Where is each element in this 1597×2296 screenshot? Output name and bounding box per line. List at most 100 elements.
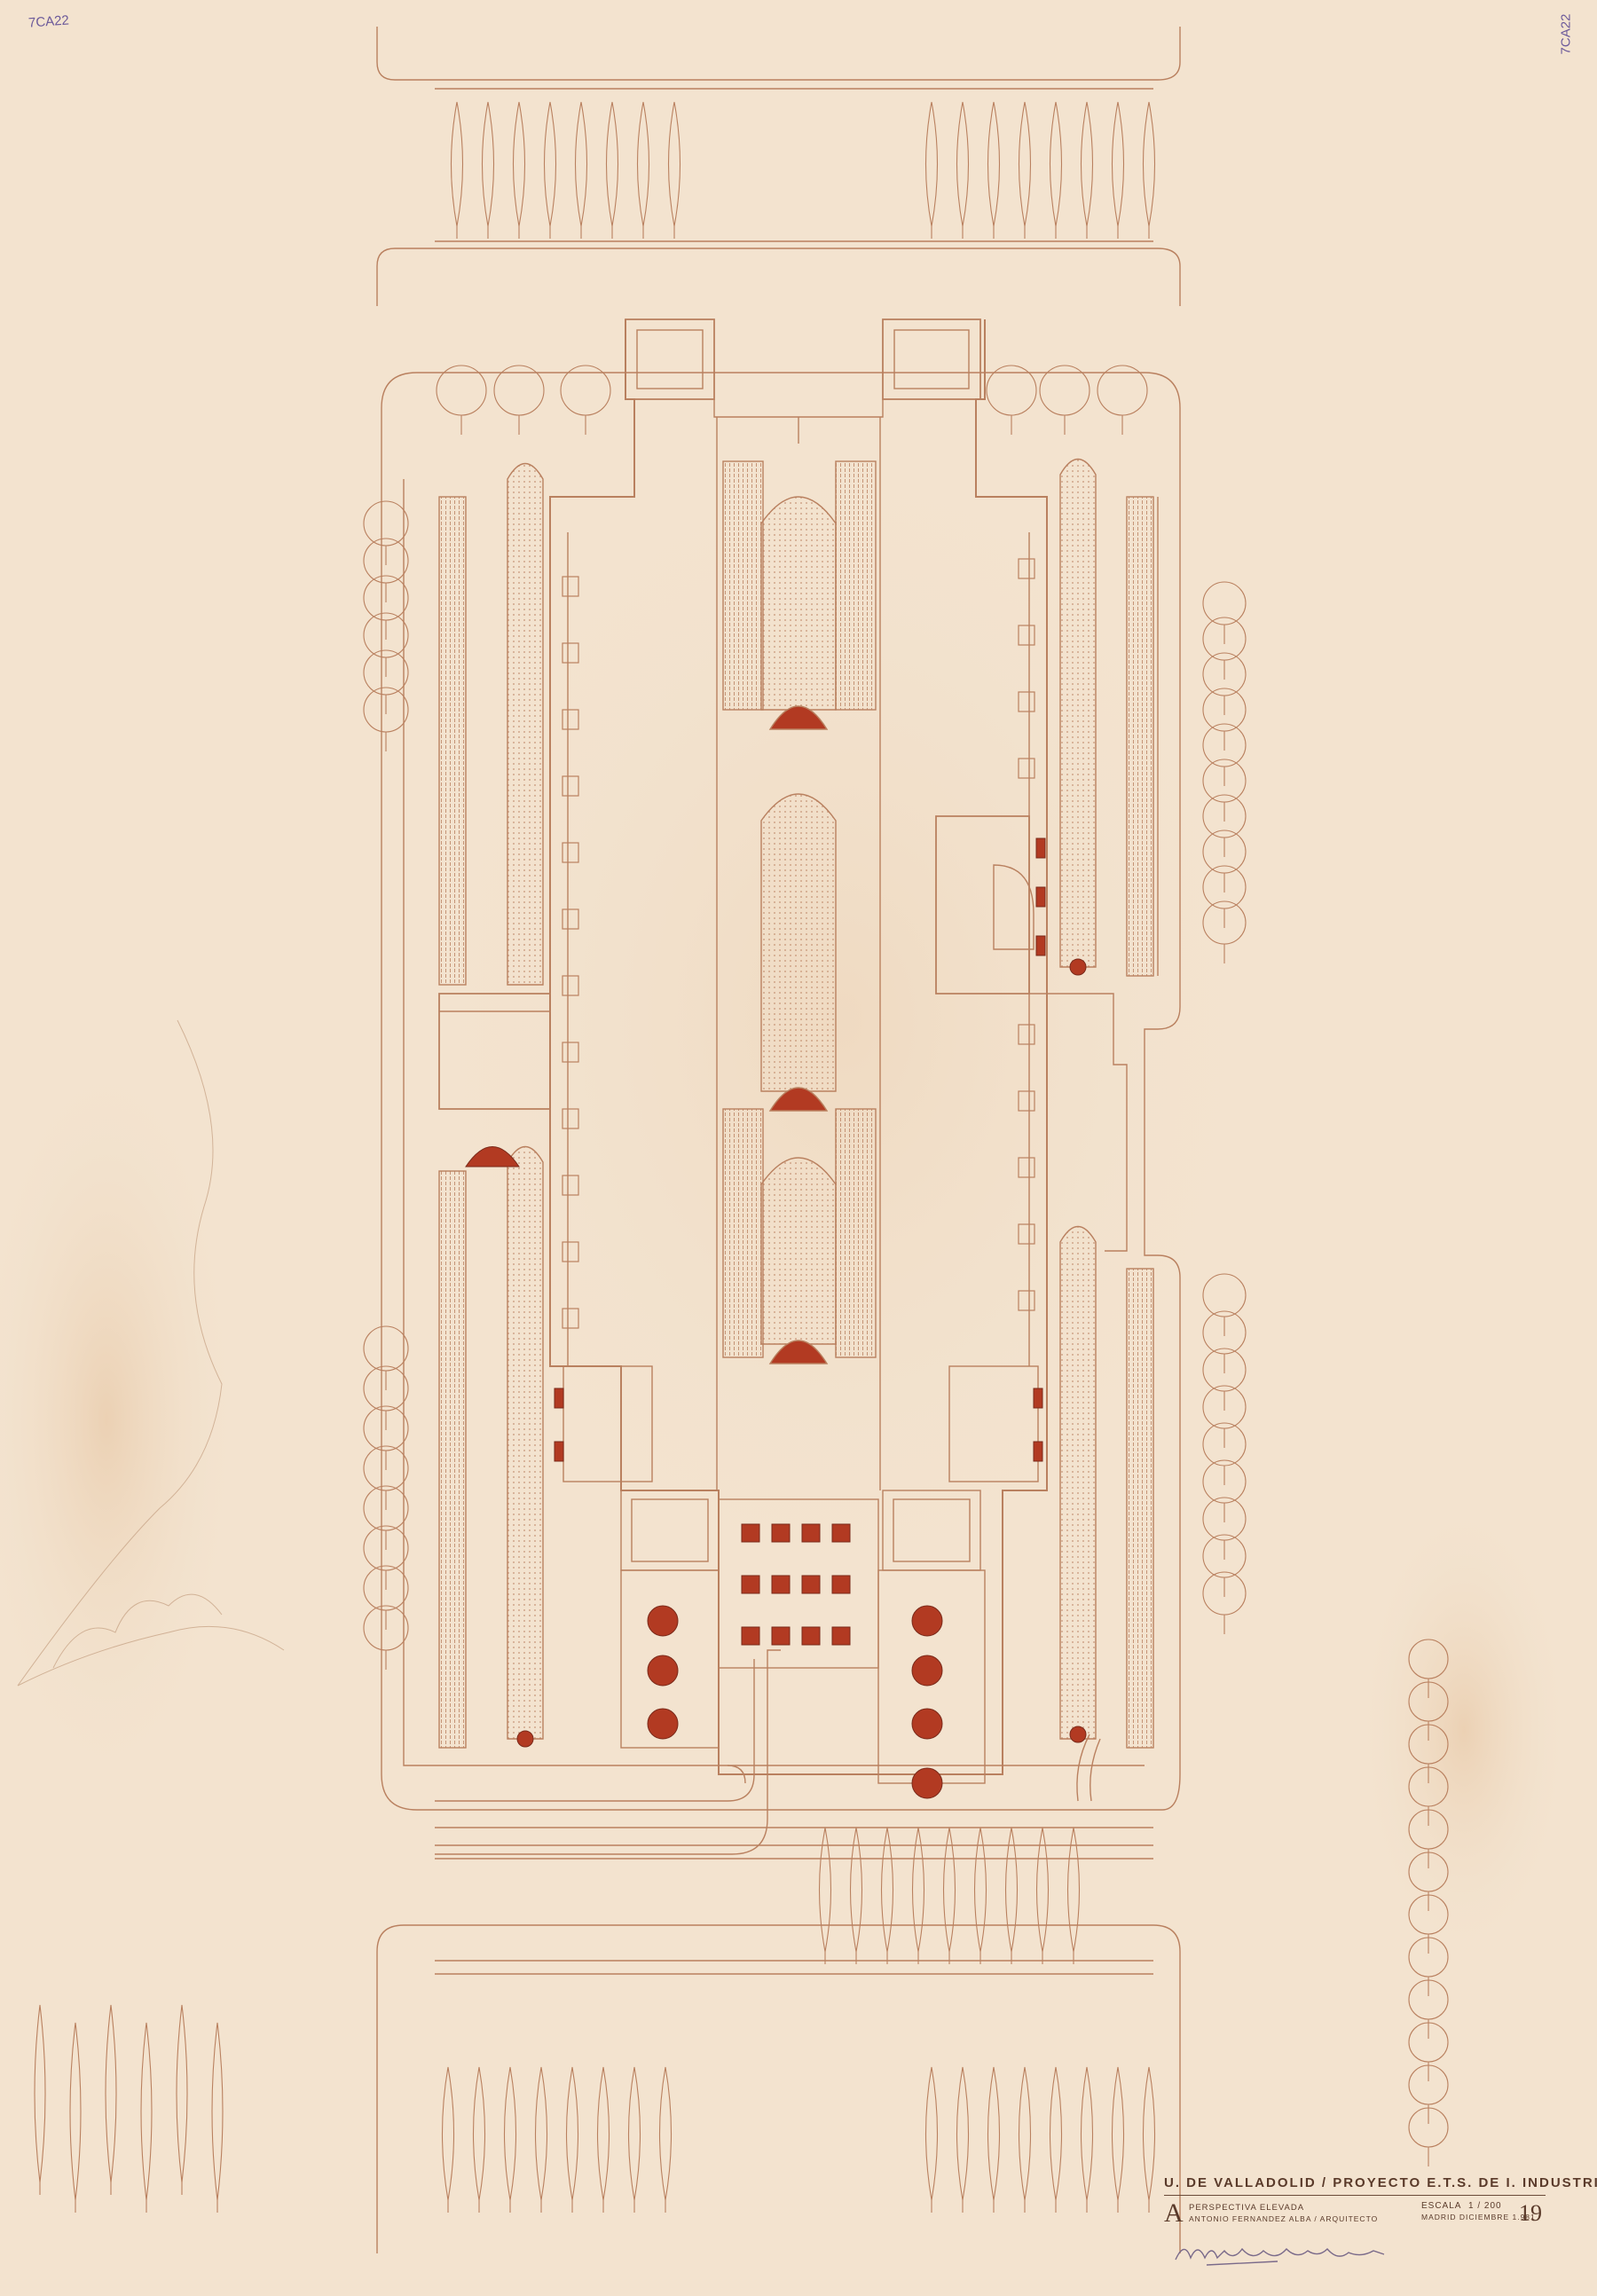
cypress-tree bbox=[667, 101, 681, 239]
tree-crown bbox=[667, 101, 681, 227]
cypress-tree bbox=[1035, 1827, 1050, 1964]
top-street-outline bbox=[376, 248, 1181, 306]
cypress-tree bbox=[1111, 2066, 1125, 2213]
round-tree bbox=[1202, 688, 1247, 751]
tree-crown bbox=[956, 101, 970, 227]
skylight-square bbox=[831, 1523, 851, 1543]
skylight-square bbox=[831, 1626, 851, 1646]
gallery-nw bbox=[507, 463, 544, 986]
skylight-square bbox=[801, 1575, 821, 1594]
cypress-tree bbox=[627, 2066, 641, 2213]
gallery-sw bbox=[507, 1146, 544, 1740]
buttress bbox=[1018, 1290, 1035, 1311]
east-annex-stair bbox=[993, 864, 1035, 950]
cypress-tree bbox=[1080, 101, 1094, 239]
buttress bbox=[1018, 1223, 1035, 1245]
vault-3-stair bbox=[722, 1108, 764, 1358]
drawing-name: PERSPECTIVA ELEVADA bbox=[1189, 2203, 1305, 2213]
top-street-outline bbox=[376, 27, 1181, 81]
tree-crown bbox=[565, 2066, 579, 2201]
window-accent bbox=[554, 1388, 564, 1409]
tree-crown bbox=[605, 101, 619, 227]
window-accent bbox=[1035, 886, 1046, 908]
skylight-square bbox=[831, 1575, 851, 1594]
tree-crown bbox=[1049, 2066, 1063, 2201]
cypress-tree bbox=[636, 101, 650, 239]
se-block bbox=[948, 1365, 1039, 1482]
tree-crown bbox=[105, 2004, 117, 2183]
cypress-tree bbox=[503, 2066, 517, 2213]
title-block: U. DE VALLADOLID / PROYECTO E.T.S. DE I.… bbox=[1164, 2175, 1597, 2228]
cypress-tree bbox=[924, 2066, 939, 2213]
tree-crown bbox=[441, 2066, 455, 2201]
round-tree bbox=[1202, 759, 1247, 822]
round-tree bbox=[1202, 1273, 1247, 1336]
round-tree bbox=[986, 365, 1037, 435]
round-tree bbox=[363, 1365, 409, 1430]
cypress-tree bbox=[565, 2066, 579, 2213]
gallery-end-disc bbox=[1069, 1726, 1087, 1743]
buttress bbox=[1018, 758, 1035, 779]
round-tree bbox=[363, 1525, 409, 1590]
round-tree bbox=[363, 612, 409, 677]
scale-line: ESCALA 1 / 200 bbox=[1421, 2200, 1536, 2212]
tree-crown bbox=[543, 101, 557, 227]
round-tree bbox=[1097, 365, 1148, 435]
title-rule bbox=[1164, 2195, 1546, 2196]
round-tree bbox=[363, 1605, 409, 1670]
vault-2-cap bbox=[768, 1087, 829, 1112]
tree-crown bbox=[450, 101, 464, 227]
bottom-street-outline bbox=[376, 1924, 1181, 2253]
central-vaults bbox=[722, 460, 877, 1364]
cypress-tree bbox=[605, 101, 619, 239]
trees bbox=[34, 101, 1449, 2213]
sheet-number: 19 bbox=[1519, 2200, 1542, 2226]
buttress bbox=[562, 1108, 579, 1129]
cypress-tree bbox=[911, 1827, 925, 1964]
tree-crown bbox=[956, 2066, 970, 2201]
cypress-tree bbox=[1142, 101, 1156, 239]
tree-crown bbox=[596, 2066, 610, 2201]
tree-crown bbox=[481, 101, 495, 227]
drawing-info: PERSPECTIVA ELEVADA ANTONIO FERNANDEZ AL… bbox=[1189, 2202, 1378, 2225]
corner-tower-ne-inner bbox=[893, 329, 970, 389]
east-curved-path bbox=[1090, 1738, 1101, 1802]
tree-crown bbox=[1066, 1827, 1081, 1953]
cypress-tree bbox=[956, 101, 970, 239]
buttress bbox=[562, 1042, 579, 1063]
buttress bbox=[562, 642, 579, 664]
cypress-tree bbox=[1066, 1827, 1081, 1964]
round-tree bbox=[363, 1445, 409, 1510]
cypress-tree bbox=[973, 1827, 987, 1964]
cypress-tree bbox=[942, 1827, 956, 1964]
sketch-foliage bbox=[52, 1593, 223, 1669]
cypress-tree bbox=[987, 101, 1001, 239]
column-disc bbox=[647, 1655, 679, 1687]
tree-crown bbox=[924, 2066, 939, 2201]
buttress bbox=[1018, 558, 1035, 579]
corner-tower-nw bbox=[625, 318, 715, 400]
cypress-tree bbox=[1049, 101, 1063, 239]
buttress bbox=[1018, 1024, 1035, 1045]
buttress bbox=[562, 1308, 579, 1329]
vault-1-stair bbox=[722, 460, 764, 711]
cypress-tree bbox=[543, 101, 557, 239]
tree-crown bbox=[1049, 101, 1063, 227]
round-tree bbox=[363, 1565, 409, 1630]
tree-crown bbox=[942, 1827, 956, 1953]
round-tree bbox=[1202, 830, 1247, 892]
tree-crown bbox=[1004, 1827, 1019, 1953]
cypress-tree bbox=[658, 2066, 673, 2213]
cypress-tree bbox=[534, 2066, 548, 2213]
scale-info: ESCALA 1 / 200 MADRID DICIEMBRE 1.981 bbox=[1421, 2200, 1536, 2223]
round-tree bbox=[363, 575, 409, 640]
window-accent bbox=[1033, 1388, 1043, 1409]
tree-crown bbox=[1142, 2066, 1156, 2201]
cypress-tree bbox=[441, 2066, 455, 2213]
tree-crown bbox=[176, 2004, 188, 2183]
corner-tower-nw-inner bbox=[636, 329, 704, 389]
round-tree bbox=[363, 1325, 409, 1390]
round-tree bbox=[1202, 1497, 1247, 1560]
cypress-tree bbox=[1049, 2066, 1063, 2213]
round-tree bbox=[1202, 1385, 1247, 1448]
